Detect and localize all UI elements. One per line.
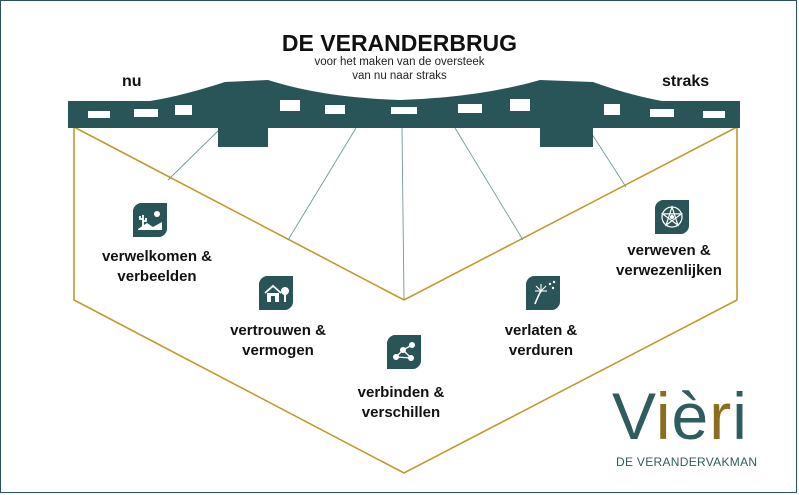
web-star-icon [655,200,689,234]
house-tree-icon [259,276,293,310]
step-verbinden-line2: verschillen [316,403,486,423]
step-verlaten-line2: verduren [456,341,626,361]
step-verbinden: verbinden & verschillen [316,383,486,423]
step-vertrouwen: vertrouwen & vermogen [193,321,363,361]
network-nodes-icon [387,335,421,369]
step-verlaten-line1: verlaten & [456,321,626,341]
step-vertrouwen-line2: vermogen [193,341,363,361]
left-end-label: nu [122,73,142,91]
dandelion-icon [526,276,560,310]
step-verweven-line2: verwezenlijken [584,261,754,281]
step-verwelkomen-line1: verwelkomen & [72,247,242,267]
right-end-label: straks [662,73,709,91]
step-verwelkomen: verwelkomen & verbeelden [72,247,242,287]
diagram-title: DE VERANDERBRUG [0,30,799,57]
step-verweven: verweven & verwezenlijken [584,241,754,281]
step-verwelkomen-line2: verbeelden [72,267,242,287]
step-verbinden-line1: verbinden & [316,383,486,403]
logo-wordmark: Vièri [612,380,748,452]
step-verlaten: verlaten & verduren [456,321,626,361]
desert-landscape-icon [133,203,167,237]
logo-tagline: DE VERANDERVAKMAN [616,455,757,469]
subtitle-line-1: voor het maken van de oversteek [0,56,799,68]
step-vertrouwen-line1: vertrouwen & [193,321,363,341]
step-verweven-line1: verweven & [584,241,754,261]
